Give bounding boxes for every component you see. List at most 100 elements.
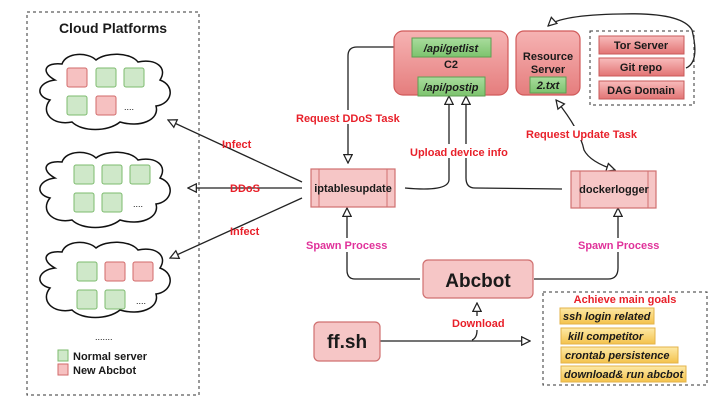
api-getlist-box bbox=[411, 37, 492, 58]
more-clouds-ellipsis: ....... bbox=[95, 332, 113, 342]
label-bg bbox=[295, 110, 403, 124]
label-bg bbox=[577, 238, 661, 252]
resource-server-title-1: Resource bbox=[523, 51, 573, 63]
label-spawn-right: Spawn Process bbox=[578, 240, 659, 252]
cloud-2: .... bbox=[39, 151, 171, 229]
cloud-icon bbox=[39, 151, 171, 229]
ffsh-label: ff.sh bbox=[327, 332, 367, 353]
resource-server-title-2: Server bbox=[531, 64, 566, 76]
normal-server-icon bbox=[76, 289, 98, 310]
source-box bbox=[598, 35, 685, 55]
edge-request-update bbox=[556, 100, 615, 170]
normal-server-icon bbox=[66, 95, 88, 116]
c2-server: /api/getlist C2 /api/postip bbox=[393, 30, 509, 97]
edge-infect-bottom bbox=[170, 197, 303, 258]
edge-infect-top bbox=[168, 120, 303, 183]
normal-server-icon bbox=[76, 261, 98, 282]
goal-item: ssh login related bbox=[563, 311, 651, 323]
abcbot-box bbox=[422, 259, 534, 299]
label-ddos: DDoS bbox=[230, 183, 260, 195]
goal-box bbox=[560, 365, 687, 383]
source-git: Git repo bbox=[620, 62, 662, 74]
edge-sources-to-resource bbox=[548, 13, 696, 69]
normal-server-icon bbox=[95, 67, 117, 88]
cloud-ellipsis: .... bbox=[133, 199, 143, 209]
iptablesupdate-node: iptablesupdate bbox=[310, 168, 396, 208]
normal-server-icon bbox=[101, 164, 123, 185]
normal-server-icon bbox=[104, 289, 126, 310]
label-bg bbox=[525, 126, 641, 140]
source-box bbox=[598, 57, 685, 77]
source-dag: DAG Domain bbox=[607, 85, 675, 97]
abcbot-server-icon bbox=[95, 95, 117, 116]
dockerlogger-node: dockerlogger bbox=[570, 170, 657, 209]
legend: Normal server New Abcbot bbox=[57, 349, 148, 377]
goal-box bbox=[560, 346, 679, 364]
iptablesupdate-label: iptablesupdate bbox=[314, 183, 392, 195]
cloud-platforms-panel: Cloud Platforms .... .... bbox=[26, 11, 200, 396]
sources-panel: Tor Server Git repo DAG Domain bbox=[589, 30, 695, 106]
c2-title: C2 bbox=[444, 59, 458, 71]
cloud-3: .... bbox=[39, 241, 171, 319]
legend-normal-label: Normal server bbox=[73, 351, 148, 363]
dockerlogger-label: dockerlogger bbox=[579, 184, 649, 196]
label-request-ddos: Request DDoS Task bbox=[296, 113, 401, 125]
cloud-panel-title: Cloud Platforms bbox=[59, 20, 167, 36]
edges bbox=[168, 13, 696, 341]
cloud-icon bbox=[39, 53, 171, 131]
ffsh-box bbox=[313, 321, 381, 362]
label-infect-top: Infect bbox=[222, 139, 252, 151]
goal-item: crontab persistence bbox=[565, 350, 670, 362]
normal-server-icon bbox=[129, 164, 151, 185]
sources-border bbox=[589, 30, 695, 106]
edge-spawn-left bbox=[347, 208, 420, 280]
goal-item: kill competitor bbox=[568, 331, 644, 343]
label-bg bbox=[451, 316, 507, 330]
file-box bbox=[529, 76, 567, 94]
legend-normal-swatch bbox=[57, 349, 69, 362]
goal-box bbox=[559, 307, 655, 325]
abcbot-server-icon bbox=[132, 261, 154, 282]
api-postip-box bbox=[417, 76, 486, 97]
cloud-ellipsis: .... bbox=[136, 296, 146, 306]
edge-download bbox=[471, 303, 477, 341]
abcbot-server-icon bbox=[66, 67, 88, 88]
abcbot-label: Abcbot bbox=[445, 271, 511, 292]
legend-abcbot-swatch bbox=[57, 363, 69, 376]
abcbot-server-icon bbox=[104, 261, 126, 282]
label-download: Download bbox=[452, 318, 505, 330]
goals-title: Achieve main goals bbox=[574, 294, 677, 306]
cloud-panel-border bbox=[26, 11, 200, 396]
ffsh-node: ff.sh bbox=[313, 321, 381, 362]
edge-spawn-right bbox=[534, 208, 618, 280]
label-spawn-left: Spawn Process bbox=[306, 240, 387, 252]
label-upload-info: Upload device info bbox=[410, 147, 508, 159]
goals-border bbox=[542, 291, 708, 386]
resource-server: Resource Server 2.txt bbox=[515, 30, 581, 96]
edge-request-ddos bbox=[348, 47, 410, 163]
legend-abcbot-label: New Abcbot bbox=[73, 365, 136, 377]
label-bg bbox=[410, 144, 514, 158]
label-bg bbox=[305, 238, 389, 252]
normal-server-icon bbox=[123, 67, 145, 88]
edge-upload-ipt bbox=[404, 96, 449, 190]
dockerlogger-box bbox=[570, 170, 657, 209]
goal-box bbox=[560, 327, 656, 345]
label-request-update: Request Update Task bbox=[526, 129, 638, 141]
source-tor: Tor Server bbox=[614, 40, 669, 52]
label-infect-bottom: Infect bbox=[230, 226, 260, 238]
api-getlist-label: /api/getlist bbox=[423, 43, 480, 55]
normal-server-icon bbox=[101, 192, 123, 213]
file-label: 2.txt bbox=[536, 80, 561, 92]
normal-server-icon bbox=[73, 164, 95, 185]
normal-server-icon bbox=[73, 192, 95, 213]
api-postip-label: /api/postip bbox=[423, 82, 479, 94]
goal-item: download& run abcbot bbox=[564, 369, 684, 381]
goals-panel: Achieve main goals ssh login related kil… bbox=[542, 291, 708, 386]
source-box bbox=[598, 80, 685, 100]
cloud-ellipsis: .... bbox=[124, 102, 134, 112]
iptablesupdate-box bbox=[310, 168, 396, 208]
cloud-1: .... bbox=[39, 53, 171, 131]
abcbot-node: Abcbot bbox=[422, 259, 534, 299]
